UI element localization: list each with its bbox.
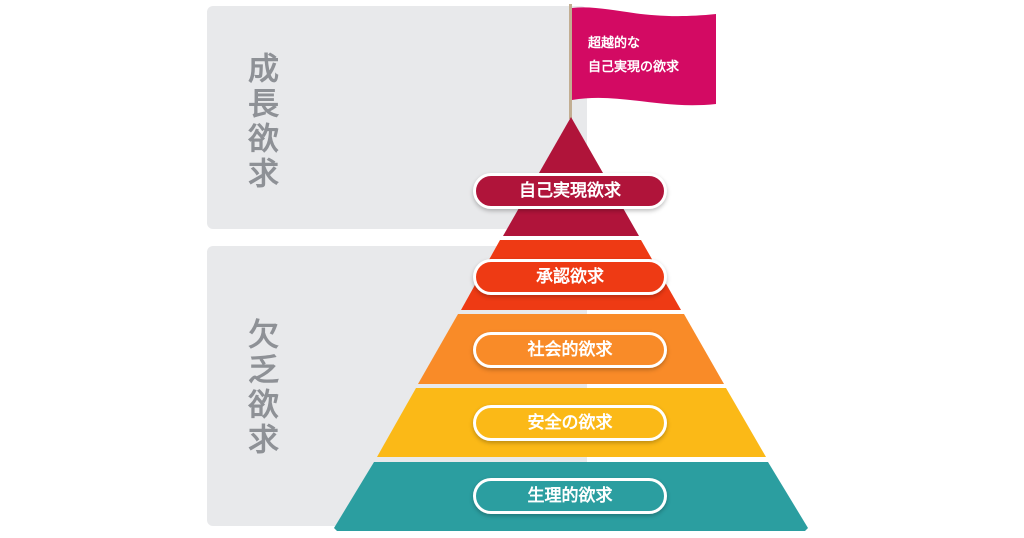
flag-line-1: 超越的な [588,36,641,51]
flag [572,7,716,106]
flag-pole [569,4,572,119]
deficiency-needs-label: 欠乏欲求 [242,318,278,458]
flag-text: 超越的な 自己実現の欲求 [588,32,679,80]
label-self-actualization: 自己実現欲求 [473,173,667,209]
flag-line-2: 自己実現の欲求 [588,60,680,75]
label-social: 社会的欲求 [473,332,667,368]
label-physiological: 生理的欲求 [473,478,667,514]
label-safety: 安全の欲求 [473,405,667,441]
label-esteem: 承認欲求 [473,259,667,295]
growth-needs-label: 成長欲求 [242,52,278,192]
